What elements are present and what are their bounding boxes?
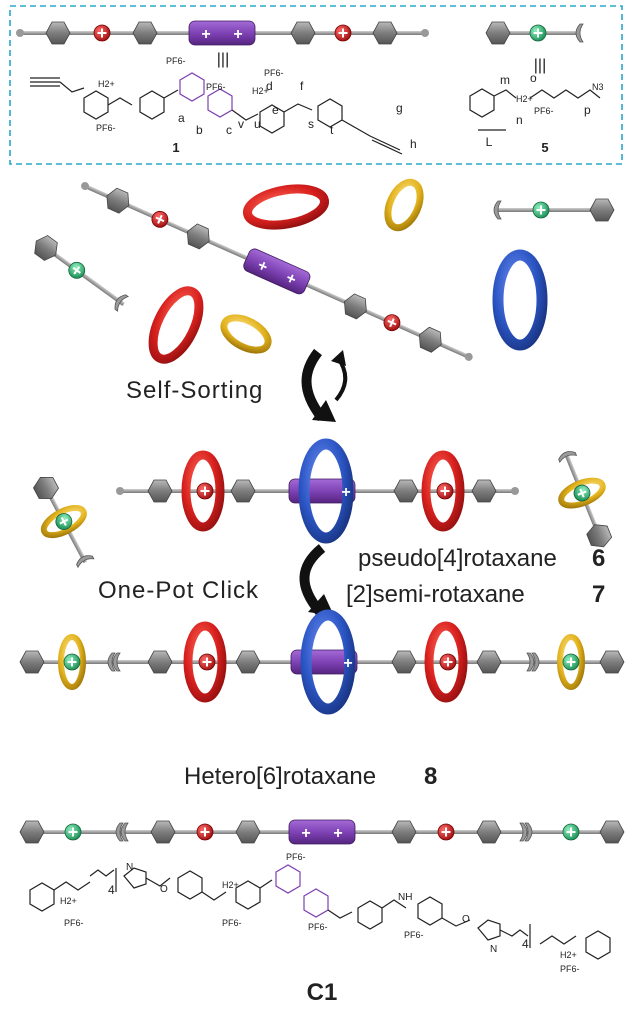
blue-ring-free (492, 249, 548, 351)
c1-o-left: O (160, 884, 168, 895)
pseudo-number-label: 6 (592, 545, 605, 572)
svg-text:+: + (201, 26, 210, 43)
label-d: d (266, 79, 273, 93)
compound-1-number: 1 (172, 140, 179, 155)
free-axle-5-left (29, 231, 129, 312)
one-pot-click-arrow (299, 544, 334, 616)
label-g: g (396, 101, 403, 115)
c1-pf6-5: PF6- (404, 930, 424, 940)
c1-h2-center: H2+ (222, 880, 239, 890)
pf6-label-3: PF6- (206, 82, 226, 92)
c1-chemical-structure (29, 864, 611, 960)
scene-components: + + (29, 178, 615, 364)
mark-L: L (486, 135, 493, 149)
self-sorting-arrow (301, 348, 348, 422)
scene-hetero-rotaxane: + (19, 609, 625, 715)
compound-5-number: 5 (541, 140, 548, 155)
h2-label-2: H2+ (252, 86, 269, 96)
legend-box: + + ||| ||| (9, 5, 623, 165)
c1-h2-left: H2+ (60, 896, 77, 906)
svg-text:+: + (233, 26, 242, 43)
h2-label-1: H2+ (98, 79, 115, 89)
label-h: h (410, 137, 417, 151)
pf6-label-5: PF6- (534, 106, 554, 116)
self-sorting-label: Self-Sorting (126, 377, 263, 404)
label-a: a (178, 111, 185, 125)
semi-number-label: 7 (592, 581, 605, 608)
label-e: e (272, 103, 279, 117)
svg-text:+: + (333, 825, 342, 842)
semi-rotaxane-right (556, 448, 615, 552)
equiv-mark-1: ||| (217, 51, 229, 68)
label-o: o (530, 71, 537, 85)
label-p: p (584, 103, 591, 117)
one-pot-click-label: One-Pot Click (98, 577, 259, 604)
svg-text:+: + (301, 825, 310, 842)
svg-text:+: + (341, 484, 350, 501)
hetero-number-label: 8 (424, 763, 437, 790)
c1-n-left: N (126, 862, 133, 873)
axle-5-schematic (485, 21, 584, 45)
label-f: f (300, 79, 304, 93)
label-t: t (330, 123, 334, 137)
pf6-label-4: PF6- (264, 68, 284, 78)
c1-repeat-right: 4 (522, 937, 529, 951)
semi-rotaxane-left (30, 471, 95, 568)
c1-h2-right: H2+ (560, 950, 577, 960)
compound-1-structure (30, 72, 403, 155)
h2-label-5: H2+ (516, 94, 533, 104)
c1-thread-schematic: + + (19, 819, 625, 845)
c1-pf6-1: PF6- (64, 918, 84, 928)
pf6-label-1: PF6- (166, 56, 186, 66)
semi-name-label: [2]semi-rotaxane (346, 581, 525, 608)
label-v: v (238, 117, 244, 131)
n3-label: N3 (592, 82, 604, 92)
hetero-name-label: Hetero[6]rotaxane (184, 763, 376, 790)
pf6-label-2: PF6- (96, 123, 116, 133)
axle-1-schematic: + + (16, 20, 429, 46)
label-b: b (196, 123, 203, 137)
equiv-mark-5: ||| (534, 57, 546, 74)
c1-nh-right: NH (398, 892, 412, 903)
label-u: u (254, 117, 261, 131)
pseudo-name-label: pseudo[4]rotaxane (358, 545, 557, 572)
compound-5-labels: m o H2+ PF6- n p N3 L 5 (486, 71, 604, 155)
c1-pf6-2: PF6- (222, 918, 242, 928)
label-n: n (516, 113, 523, 127)
svg-text:+: + (343, 655, 352, 672)
label-s: s (308, 117, 314, 131)
red-ring-left (148, 286, 204, 364)
c1-repeat-left: 4 (108, 883, 115, 897)
compound-1-labels: H2+ PF6- PF6- PF6- PF6- H2+ a b c u v d … (96, 56, 417, 155)
c1-pf6-4: PF6- (308, 922, 328, 932)
label-m: m (500, 73, 510, 87)
free-axle-5-right (493, 198, 615, 222)
yellow-ring-top (384, 178, 424, 232)
c1-pf6-6: PF6- (560, 964, 580, 974)
yellow-ring-bottom (220, 314, 272, 354)
label-c: c (226, 123, 232, 137)
c1-pf6-3: PF6- (286, 852, 306, 862)
diagonal-axle-1: + + (81, 182, 473, 361)
c1-o-right: O (462, 914, 470, 925)
compound-5-structure (469, 88, 601, 131)
c1-structure-labels: H2+ PF6- 4 N O H2+ PF6- PF6- PF6- NH PF6… (60, 852, 580, 974)
red-ring-large-top (242, 184, 330, 230)
scene-pseudorotaxane: + (30, 438, 615, 568)
c1-label: C1 (307, 979, 338, 1006)
c1-n-right: N (490, 944, 497, 955)
